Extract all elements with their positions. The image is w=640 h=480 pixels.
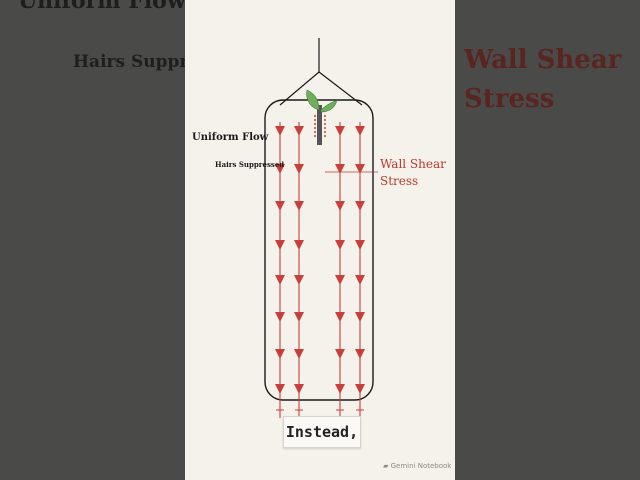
flow-arrowhead: [275, 126, 285, 136]
flow-arrowhead: [294, 164, 304, 174]
uniform-flow-label: Uniform Flow: [192, 132, 269, 143]
sprout-stem: [317, 105, 322, 145]
flow-arrowhead: [294, 126, 304, 136]
flow-arrowhead: [294, 384, 304, 394]
flow-arrowhead: [275, 312, 285, 322]
caption-text: Instead,: [285, 423, 359, 441]
sprout-hair: [314, 119, 316, 121]
sprout-hair: [324, 131, 326, 133]
wall-shear-label: Wall Shear: [380, 157, 446, 171]
flow-arrowhead: [335, 312, 345, 322]
flow-arrowhead: [355, 312, 365, 322]
stress-label: Stress: [380, 174, 419, 188]
flow-arrowhead: [294, 201, 304, 211]
flow-arrowhead: [275, 384, 285, 394]
hairs-suppressed-label: Hairs Suppressed: [215, 160, 285, 169]
sprout-icon: [306, 89, 338, 145]
flow-arrowhead: [355, 126, 365, 136]
flow-arrowhead: [294, 312, 304, 322]
sprout-hair: [324, 135, 326, 137]
flow-arrowhead: [355, 240, 365, 250]
leaf-left: [306, 89, 320, 111]
sprout-hair: [324, 123, 326, 125]
flow-arrows: [275, 122, 365, 418]
background-wall-shear: Wall Shear: [464, 45, 622, 75]
flow-arrowhead: [335, 126, 345, 136]
sprout-hair: [314, 131, 316, 133]
leaf-right: [320, 99, 338, 113]
flow-arrowhead: [355, 201, 365, 211]
flow-arrowhead: [294, 275, 304, 285]
watermark: ▰ Gemini Notebook: [383, 462, 451, 470]
vessel-outline: [264, 38, 378, 401]
sprout-hair: [324, 115, 326, 117]
flow-arrowhead: [335, 164, 345, 174]
sprout-hair: [314, 115, 316, 117]
flow-arrowhead: [335, 240, 345, 250]
background-stress: Stress: [464, 84, 555, 114]
flow-arrowhead: [275, 240, 285, 250]
flow-arrowhead: [355, 349, 365, 359]
sprout-hair: [314, 123, 316, 125]
background-title: Uniform Flow: [18, 0, 186, 14]
flow-arrowhead: [335, 349, 345, 359]
sprout-hair: [314, 135, 316, 137]
sprout-hair: [314, 127, 316, 129]
flow-arrowhead: [355, 164, 365, 174]
flow-arrowhead: [275, 164, 285, 174]
video-panel: Uniform Flow Hairs Suppressed Wall Shear…: [185, 0, 455, 480]
roof-left: [279, 71, 320, 106]
watermark-text: Gemini Notebook: [390, 462, 452, 470]
sprout-hair: [324, 127, 326, 129]
notebook-icon: ▰: [383, 462, 391, 470]
flow-arrowhead: [275, 349, 285, 359]
flow-arrowhead: [294, 240, 304, 250]
flow-arrowhead: [335, 201, 345, 211]
flow-arrowhead: [275, 201, 285, 211]
flow-arrowhead: [335, 275, 345, 285]
flow-arrowhead: [275, 275, 285, 285]
sprout-hair: [324, 119, 326, 121]
flow-arrowhead: [294, 349, 304, 359]
background-hairs-label: Hairs Suppr: [73, 52, 189, 72]
flow-arrowhead: [355, 384, 365, 394]
roof-right: [318, 71, 363, 106]
vessel-body: [264, 99, 374, 401]
flow-arrowhead: [335, 384, 345, 394]
caption-box: Instead,: [283, 416, 361, 448]
flow-arrowhead: [355, 275, 365, 285]
flow-diagram: [264, 38, 378, 418]
